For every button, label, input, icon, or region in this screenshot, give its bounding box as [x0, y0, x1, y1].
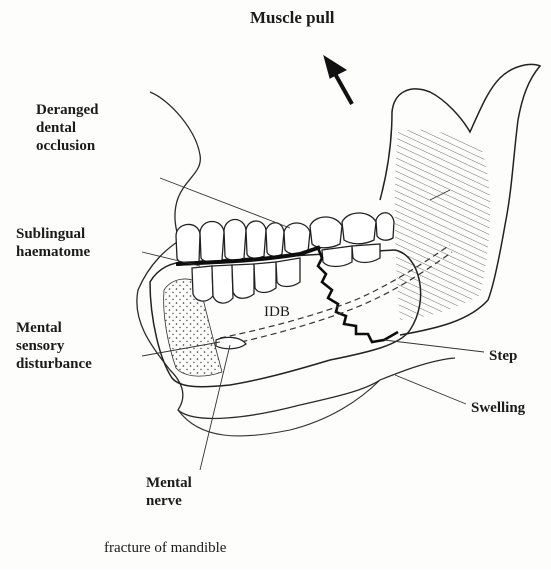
- label-line: Deranged: [36, 101, 99, 119]
- label-line: haematome: [16, 243, 90, 261]
- label-line: occlusion: [36, 137, 99, 155]
- label-line: Sublingual: [16, 225, 90, 243]
- label-sublingual-haematome: Sublingual haematome: [16, 225, 90, 261]
- label-line: dental: [36, 119, 99, 137]
- label-line: disturbance: [16, 355, 92, 373]
- masseter-hatch: [395, 130, 490, 320]
- label-idb: IDB: [264, 303, 290, 321]
- muscle-pull-arrow-icon: [324, 56, 352, 104]
- label-step: Step: [489, 347, 517, 365]
- label-line: sensory: [16, 337, 92, 355]
- caption: fracture of mandible: [104, 539, 226, 557]
- label-muscle-pull: Muscle pull: [250, 9, 335, 27]
- lower-face-contour: [380, 358, 455, 380]
- label-mental-sensory-disturbance: Mental sensory disturbance: [16, 319, 92, 373]
- label-line: nerve: [146, 492, 192, 510]
- label-deranged-dental-occlusion: Deranged dental occlusion: [36, 101, 99, 155]
- label-line: Mental: [16, 319, 92, 337]
- swelling-outline: [178, 380, 380, 436]
- label-swelling: Swelling: [471, 399, 525, 417]
- label-line: Mental: [146, 474, 192, 492]
- label-mental-nerve: Mental nerve: [146, 474, 192, 510]
- mental-foramen: [216, 337, 246, 348]
